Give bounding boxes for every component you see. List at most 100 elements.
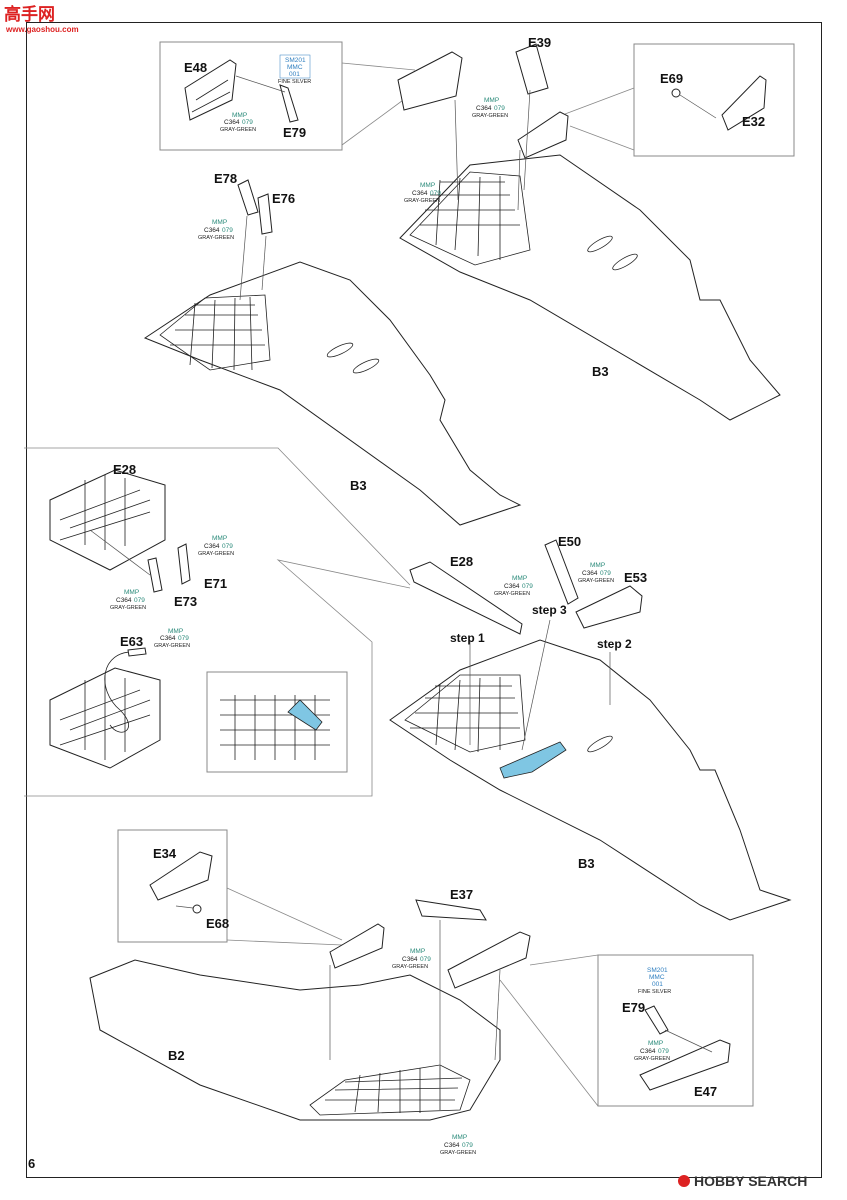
- part-label-e78: E78: [214, 171, 237, 186]
- paint-callout-fine-silver: SM201 MMC 001 FINE SILVER: [278, 54, 311, 85]
- part-label-e53: E53: [624, 570, 647, 585]
- paint-callout-gray-green: MMP C364 079 GRAY-GREEN: [494, 575, 533, 597]
- part-label-e32: E32: [742, 114, 765, 129]
- part-label-b3-bottom: B3: [578, 856, 595, 871]
- svg-text:GRAY-GREEN: GRAY-GREEN: [578, 578, 614, 584]
- step-2-label: step 2: [597, 637, 632, 651]
- svg-text:GRAY-GREEN: GRAY-GREEN: [110, 605, 146, 611]
- paint-callout-gray-green: MMP C364 079 GRAY-GREEN: [198, 535, 234, 557]
- svg-text:MMP: MMP: [512, 575, 527, 582]
- watermark-url: www.gaoshou.com: [5, 25, 79, 34]
- svg-text:MMC: MMC: [649, 974, 665, 981]
- inset-e47-e79: E79 E47 SM201 MMC 001 FINE SILVER MMP C3…: [499, 954, 754, 1107]
- svg-text:079: 079: [222, 227, 233, 234]
- part-label-e37: E37: [450, 887, 473, 902]
- svg-text:079: 079: [600, 570, 611, 577]
- part-label-b2: B2: [168, 1048, 185, 1063]
- paint-num: 001: [289, 71, 300, 78]
- part-label-e34: E34: [153, 846, 177, 861]
- svg-text:MMP: MMP: [590, 562, 605, 569]
- svg-text:079: 079: [494, 105, 505, 112]
- paint-callout-gray-green: MMP C364 079 GRAY-GREEN: [198, 219, 234, 241]
- svg-text:MMP: MMP: [212, 535, 227, 542]
- svg-text:GRAY-GREEN: GRAY-GREEN: [392, 964, 428, 970]
- assembly-upper-left: E78 E76 B3 MMP C364 079 GRAY-GREEN: [143, 171, 522, 526]
- svg-text:001: 001: [652, 981, 663, 988]
- svg-text:C364: C364: [582, 570, 598, 577]
- svg-text:GRAY-GREEN: GRAY-GREEN: [154, 643, 190, 649]
- svg-text:GRAY-GREEN: GRAY-GREEN: [198, 235, 234, 241]
- detail-box-middle-left: E28 E71 E73 MMP C364 079 GRAY-GREEN MMP …: [24, 447, 411, 797]
- svg-text:GRAY-GREEN: GRAY-GREEN: [198, 551, 234, 557]
- paint-code: C364: [224, 119, 240, 126]
- svg-text:C364: C364: [640, 1048, 656, 1055]
- part-label-e68: E68: [206, 916, 229, 931]
- paint-num: 079: [242, 119, 253, 126]
- assembly-upper-right: E39 B3 MMP C364 079 GRAY-GREEN MMP C364 …: [397, 35, 781, 421]
- svg-text:SM201: SM201: [647, 967, 668, 974]
- paint-callout-gray-green: MMP C364 079 GRAY-GREEN: [404, 182, 441, 204]
- inset-e69-e32: E69 E32: [564, 43, 795, 157]
- svg-text:FINE SILVER: FINE SILVER: [638, 989, 671, 995]
- svg-text:GRAY-GREEN: GRAY-GREEN: [440, 1150, 476, 1156]
- svg-text:MMP: MMP: [648, 1040, 663, 1047]
- watermark-logo: 高手网 www.gaoshou.com: [4, 4, 79, 34]
- step-1-label: step 1: [450, 631, 485, 645]
- svg-text:C364: C364: [204, 227, 220, 234]
- part-label-e71: E71: [204, 576, 227, 591]
- paint-name: FINE SILVER: [278, 79, 311, 85]
- svg-text:079: 079: [420, 956, 431, 963]
- paint-callout-gray-green: MMP C364 079 GRAY-GREEN: [472, 97, 508, 119]
- paint-callout-gray-green: MMP C364 079 GRAY-GREEN: [440, 1134, 476, 1156]
- paint-callout-gray-green: MMP C364 079 GRAY-GREEN: [110, 589, 146, 611]
- svg-text:C364: C364: [412, 190, 428, 197]
- svg-text:C364: C364: [160, 635, 176, 642]
- svg-text:MMP: MMP: [212, 219, 227, 226]
- part-label-e63: E63: [120, 634, 143, 649]
- paint-brand: MMP: [232, 112, 247, 119]
- part-label-e39: E39: [528, 35, 551, 50]
- part-label-e48: E48: [184, 60, 207, 75]
- svg-text:079: 079: [658, 1048, 669, 1055]
- part-label-e79: E79: [283, 125, 306, 140]
- part-label-e50: E50: [558, 534, 581, 549]
- part-label-e76: E76: [272, 191, 295, 206]
- part-label-e79-bottom: E79: [622, 1000, 645, 1015]
- page-frame: [26, 22, 822, 1178]
- svg-text:C364: C364: [476, 105, 492, 112]
- svg-text:C364: C364: [402, 956, 418, 963]
- svg-text:079: 079: [522, 583, 533, 590]
- svg-text:MMP: MMP: [420, 182, 435, 189]
- svg-text:MMP: MMP: [484, 97, 499, 104]
- paint-callout-fine-silver: SM201 MMC 001 FINE SILVER: [638, 967, 671, 995]
- svg-text:GRAY-GREEN: GRAY-GREEN: [634, 1056, 670, 1062]
- step-3-label: step 3: [532, 603, 567, 617]
- watermark-hobbysearch: HOBBY SEARCH: [678, 1173, 807, 1189]
- paint-name: GRAY-GREEN: [220, 127, 256, 133]
- assembly-middle-right: E28 E50 E53 step 3 step 1 step 2 B3 MMP …: [389, 534, 792, 921]
- paint-callout-gray-green: MMP C364 079 GRAY-GREEN: [154, 628, 190, 649]
- svg-text:MMP: MMP: [410, 948, 425, 955]
- svg-text:C364: C364: [116, 597, 132, 604]
- part-label-e69: E69: [660, 71, 683, 86]
- svg-text:C364: C364: [204, 543, 220, 550]
- paint-callout-gray-green: MMP C364 079 GRAY-GREEN: [392, 948, 431, 970]
- highlight-part: [499, 741, 567, 779]
- paint-callout-gray-green: MMP C364 079 GRAY-GREEN: [634, 1040, 670, 1062]
- svg-text:079: 079: [134, 597, 145, 604]
- paint-callout-gray-green: MMP C364 079 GRAY-GREEN: [220, 112, 256, 133]
- svg-text:GRAY-GREEN: GRAY-GREEN: [404, 198, 440, 204]
- svg-text:079: 079: [462, 1142, 473, 1149]
- svg-text:C364: C364: [504, 583, 520, 590]
- page-number: 6: [28, 1156, 35, 1171]
- svg-text:079: 079: [430, 190, 441, 197]
- paint-code: SM201: [285, 57, 306, 64]
- inset-e48-e79: E48 E79 SM201 MMC 001 FINE SILVER MMP C3…: [159, 41, 416, 151]
- watermark-site: 高手网: [4, 4, 55, 24]
- part-label-e28-main: E28: [450, 554, 473, 569]
- part-label-b3-top: B3: [592, 364, 609, 379]
- paint-brand: MMC: [287, 64, 303, 71]
- svg-text:MMP: MMP: [452, 1134, 467, 1141]
- highlight-part: [287, 699, 323, 731]
